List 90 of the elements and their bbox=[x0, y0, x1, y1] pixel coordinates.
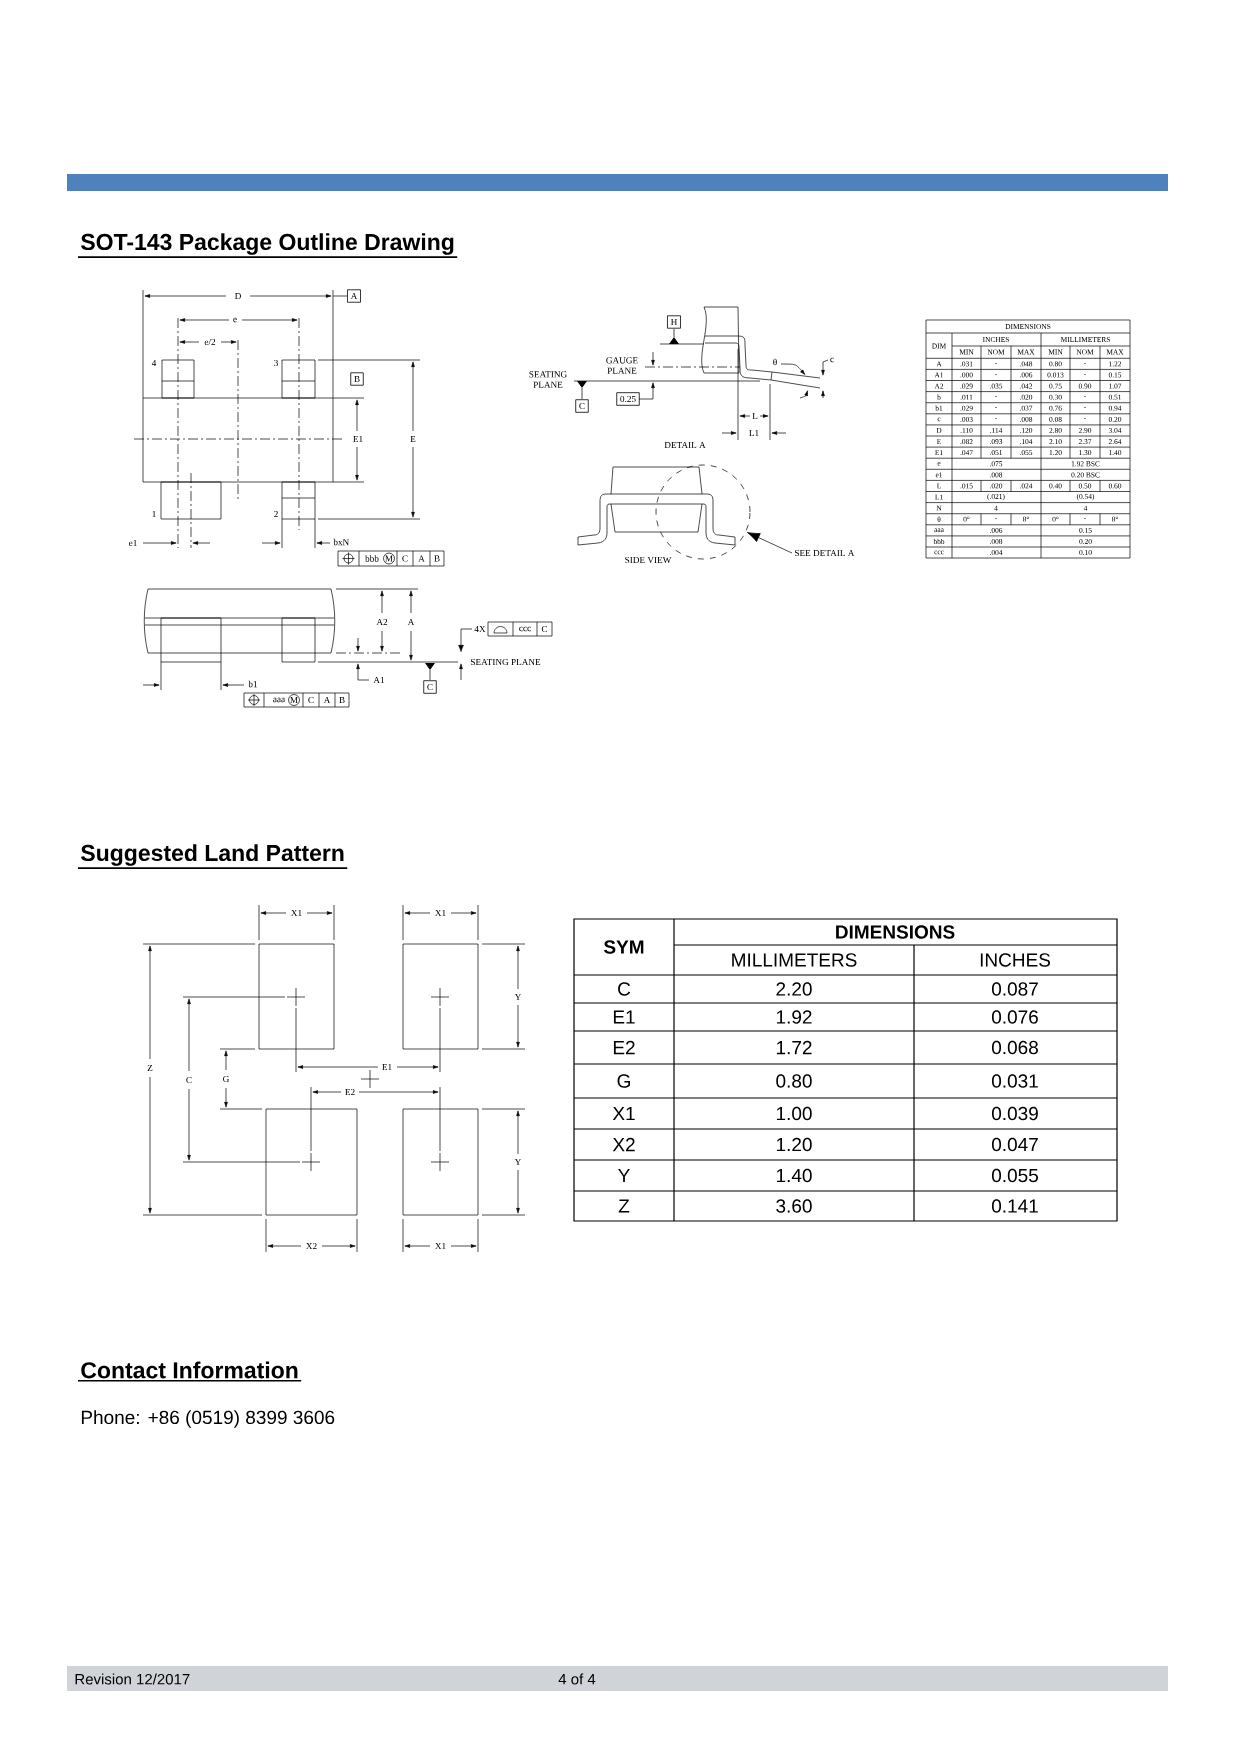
dimension-label: E1 bbox=[353, 436, 363, 443]
datum-reference: C bbox=[402, 555, 408, 562]
datum-reference: A bbox=[323, 697, 331, 704]
dimension-label: θ bbox=[773, 358, 777, 366]
tolerance-value: aaa bbox=[273, 697, 285, 703]
table-value: 0.039 bbox=[992, 1106, 1038, 1121]
table-value: C bbox=[618, 982, 631, 996]
plane-label: GAUGE PLANE bbox=[606, 357, 638, 374]
tolerance-value: ccc bbox=[519, 626, 531, 632]
dimension-label: X1 bbox=[435, 1243, 446, 1250]
dimension-label: D bbox=[234, 293, 241, 300]
dimension-label: C bbox=[186, 1076, 192, 1084]
view-title: SIDE VIEW bbox=[625, 556, 672, 564]
table-value: 0.047 bbox=[992, 1137, 1038, 1152]
dimension-label: A bbox=[407, 619, 415, 626]
revision-text: Revision 12/2017 bbox=[75, 1673, 190, 1685]
pin-number: 2 bbox=[274, 510, 278, 518]
table-value: X1 bbox=[612, 1106, 635, 1121]
dimension-label: c bbox=[830, 357, 834, 363]
dimension-label: A1 bbox=[373, 677, 385, 684]
dimension-label: G bbox=[223, 1075, 229, 1083]
datum-reference: B bbox=[434, 555, 440, 562]
table-value: 0.055 bbox=[992, 1168, 1038, 1183]
table-value: 0.068 bbox=[992, 1040, 1038, 1055]
table-value: 1.40 bbox=[776, 1168, 812, 1183]
dimension-box: 0.25 bbox=[616, 392, 640, 406]
table-header: MILLIMETERS bbox=[732, 953, 857, 967]
table-value: 0.031 bbox=[992, 1074, 1038, 1088]
table-value: Y bbox=[618, 1168, 630, 1183]
table-value: 0.141 bbox=[992, 1199, 1038, 1213]
dimension-label: E bbox=[410, 436, 416, 442]
dimension-label: L bbox=[752, 413, 758, 419]
table-value: X2 bbox=[612, 1137, 635, 1152]
datum-reference: C bbox=[541, 625, 548, 633]
table-value: 0.076 bbox=[992, 1010, 1038, 1024]
table-value: 1.72 bbox=[776, 1040, 812, 1055]
datum-box: C bbox=[423, 680, 437, 694]
table-value: 0.087 bbox=[992, 982, 1038, 996]
table-value: 1.92 bbox=[776, 1010, 812, 1024]
table-header: INCHES bbox=[980, 953, 1050, 967]
datum-reference: B bbox=[339, 697, 345, 704]
dimension-label: L1 bbox=[749, 430, 759, 437]
dimension-label: e/2 bbox=[204, 338, 216, 346]
tolerance-value: bbb bbox=[365, 555, 379, 562]
dimension-label: X1 bbox=[435, 910, 446, 917]
dimension-label: e bbox=[233, 317, 237, 323]
table-value: 2.20 bbox=[776, 982, 812, 996]
datum-box: B bbox=[350, 372, 364, 386]
view-title: DETAIL A bbox=[664, 442, 706, 449]
contact-text: Phone: +86 (0519) 8399 3606 bbox=[81, 1410, 335, 1428]
table-value: 0.80 bbox=[776, 1074, 812, 1088]
table-value: G bbox=[617, 1074, 630, 1088]
dimension-label: e1 bbox=[129, 539, 137, 547]
callout-text: SEE DETAIL A bbox=[795, 549, 855, 557]
dimension-label: X2 bbox=[306, 1242, 317, 1250]
section-heading: Suggested Land Pattern bbox=[77, 844, 349, 869]
dimension-label: E2 bbox=[345, 1088, 355, 1096]
datum-reference: C bbox=[308, 696, 314, 704]
section-heading: SOT-143 Package Outline Drawing bbox=[77, 233, 458, 258]
dimension-label: b1 bbox=[248, 680, 257, 688]
dimension-label: A2 bbox=[376, 618, 388, 626]
modifier-symbol: M bbox=[385, 555, 393, 562]
pin-number: 1 bbox=[152, 511, 156, 518]
plane-label: SEATING PLANE bbox=[471, 658, 541, 666]
leader-line bbox=[747, 532, 793, 554]
table-header: DIMENSIONS bbox=[836, 925, 955, 939]
pin-number: 4 bbox=[151, 360, 157, 367]
section-heading: Contact Information bbox=[77, 1361, 302, 1382]
datum-box: H bbox=[667, 315, 681, 329]
table-value: E2 bbox=[613, 1040, 635, 1055]
dimension-label: Z bbox=[147, 1065, 153, 1071]
datum-reference: A bbox=[418, 555, 425, 562]
page-number: 4 of 4 bbox=[558, 1673, 596, 1685]
dimension-label: 4X bbox=[474, 626, 486, 633]
dimension-label: E1 bbox=[382, 1064, 392, 1071]
table-value: Z bbox=[618, 1199, 630, 1213]
dimension-label: X1 bbox=[291, 910, 302, 917]
dimension-label: Y bbox=[514, 1159, 522, 1165]
table-value: 1.20 bbox=[776, 1137, 812, 1152]
table-value: E1 bbox=[613, 1010, 635, 1024]
plane-label: SEATING PLANE bbox=[529, 371, 567, 388]
table-value: 3.60 bbox=[776, 1199, 812, 1213]
pin-number: 3 bbox=[274, 359, 278, 367]
datum-box: C bbox=[575, 399, 589, 413]
datum-box: A bbox=[347, 289, 361, 303]
table-header: SYM bbox=[603, 940, 644, 954]
table-value: 1.00 bbox=[776, 1106, 812, 1121]
modifier-symbol: M bbox=[290, 697, 298, 703]
dimension-label: Y bbox=[514, 994, 522, 1000]
dimension-label: bxN bbox=[333, 538, 349, 546]
